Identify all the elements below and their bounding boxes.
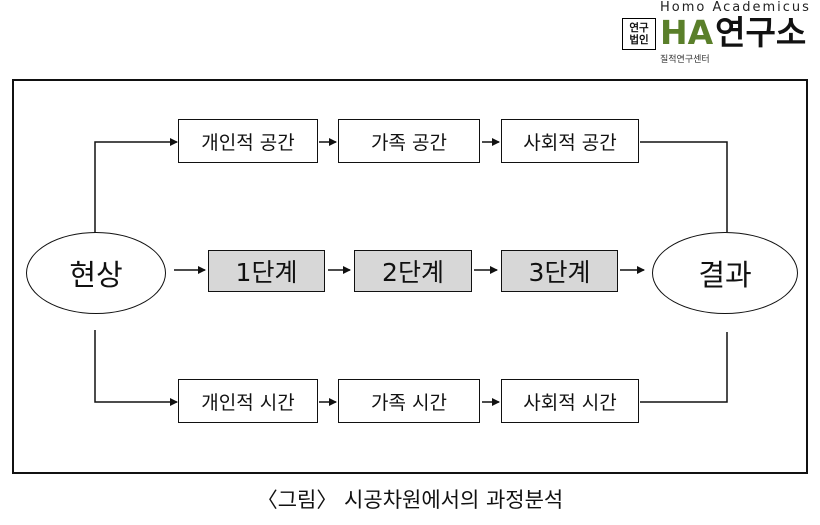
top-box-2: 가족 공간 — [338, 119, 480, 163]
diagram-frame — [12, 79, 808, 474]
start-node-label: 현상 — [69, 258, 123, 292]
logo-wordmark: HA연구소 — [660, 14, 806, 52]
stage-box-3-label: 3단계 — [528, 258, 591, 287]
logo-badge: 연구 법인 — [622, 18, 656, 50]
logo: Homo Academicus 연구 법인 HA연구소 질적연구센터 — [598, 0, 820, 68]
logo-subtitle: 질적연구센터 — [660, 55, 710, 65]
stage-box-2: 2단계 — [354, 250, 472, 292]
logo-brand-suffix: 연구소 — [715, 13, 807, 52]
logo-brand: HA — [660, 13, 714, 52]
top-left-connector — [94, 138, 178, 234]
top-box-2-label: 가족 공간 — [371, 131, 447, 154]
end-node: 결과 — [652, 232, 798, 314]
top-right-connector — [640, 141, 728, 232]
bottom-box-1: 개인적 시간 — [178, 379, 318, 423]
figure-caption: 〈그림〉 시공차원에서의 과정분석 — [256, 488, 564, 512]
logo-tagline: Homo Academicus — [660, 0, 811, 15]
bottom-box-3-label: 사회적 시간 — [523, 391, 617, 414]
logo-badge-line2: 법인 — [629, 34, 649, 46]
top-box-1: 개인적 공간 — [178, 119, 318, 163]
logo-badge-line1: 연구 — [629, 22, 649, 34]
bottom-box-2-label: 가족 시간 — [371, 391, 447, 414]
end-node-label: 결과 — [698, 258, 752, 292]
bottom-box-1-label: 개인적 시간 — [201, 391, 295, 414]
top-box-3: 사회적 공간 — [501, 119, 639, 163]
stage-box-1: 1단계 — [208, 250, 325, 292]
top-box-1-label: 개인적 공간 — [201, 131, 295, 154]
top-box-3-label: 사회적 공간 — [523, 131, 617, 154]
bottom-right-connector — [640, 332, 728, 403]
bottom-box-2: 가족 시간 — [338, 379, 480, 423]
stage-box-1-label: 1단계 — [235, 258, 298, 287]
stage-box-2-label: 2단계 — [382, 258, 444, 287]
start-node: 현상 — [26, 232, 166, 314]
bottom-left-connector — [94, 330, 178, 406]
bottom-box-3: 사회적 시간 — [501, 379, 639, 423]
stage-box-3: 3단계 — [501, 250, 618, 292]
